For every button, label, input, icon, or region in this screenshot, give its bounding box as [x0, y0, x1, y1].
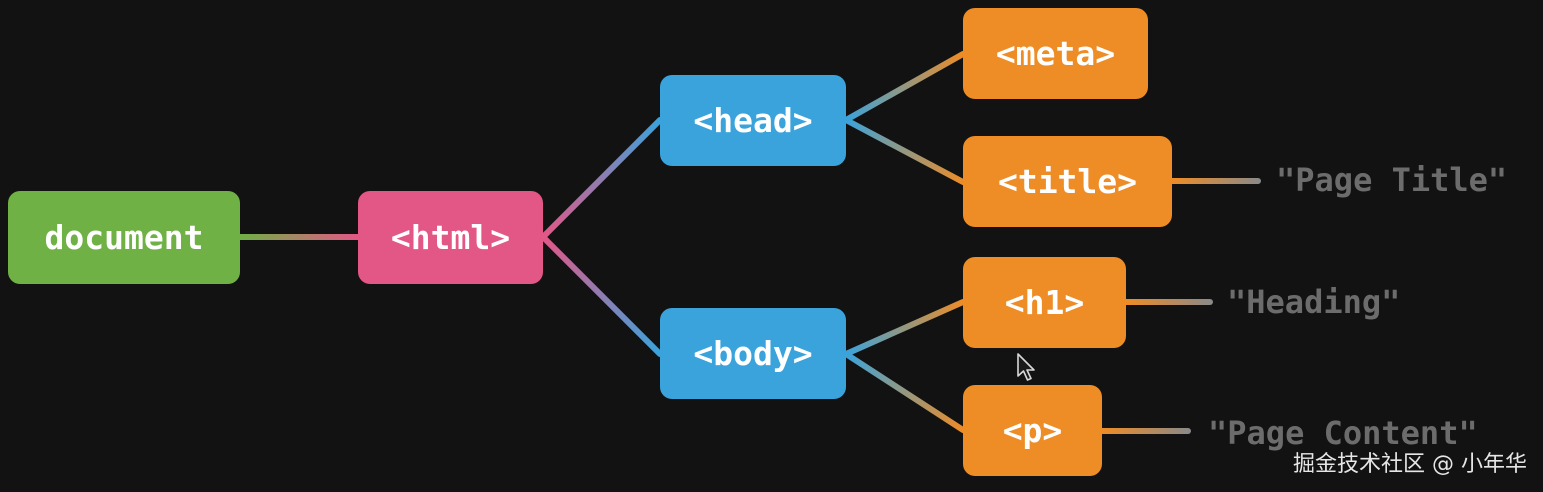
edge-head-meta: [843, 51, 966, 123]
edge-body-p: [843, 351, 966, 433]
text-node-page-content: "Page Content": [1208, 414, 1478, 452]
node-body: <body>: [660, 308, 846, 399]
node-document: document: [8, 191, 240, 284]
edge-head-title: [843, 117, 966, 185]
text-node-page-title: "Page Title": [1276, 161, 1508, 199]
node-h1: <h1>: [963, 257, 1126, 348]
edge-html-body: [540, 234, 663, 357]
edge-body-h1: [843, 299, 966, 357]
edge-html-head: [540, 117, 663, 240]
node-head: <head>: [660, 75, 846, 166]
node-html: <html>: [358, 191, 543, 284]
mouse-pointer-icon: [1017, 353, 1035, 381]
node-meta: <meta>: [963, 8, 1148, 99]
watermark: 掘金技术社区 @ 小年华: [1293, 452, 1527, 477]
text-node-heading: "Heading": [1227, 283, 1401, 321]
node-title: <title>: [963, 136, 1172, 227]
node-p: <p>: [963, 385, 1102, 476]
